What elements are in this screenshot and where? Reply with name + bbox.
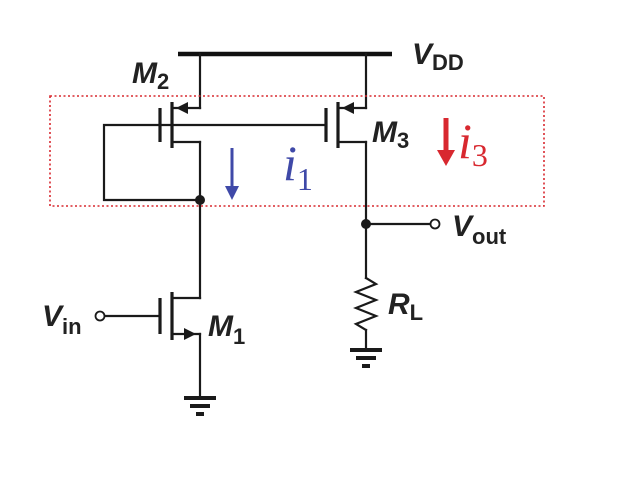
load-resistor-icon (353, 276, 379, 332)
transistor-m1 (94, 198, 202, 398)
label-vin: Vin (42, 300, 82, 339)
label-rl: RL (388, 288, 423, 325)
i1-current-arrow-icon (225, 148, 239, 200)
label-i3: i3 (458, 113, 488, 173)
vout-terminal (429, 218, 441, 230)
m3-source-arrow-icon (342, 102, 354, 114)
label-vdd: VDD (412, 38, 464, 75)
vin-terminal (94, 310, 106, 322)
diode-connection-wire (102, 123, 202, 202)
label-m3: M3 (372, 116, 409, 153)
ground-icon-rl (350, 348, 382, 368)
label-m1: M1 (208, 310, 245, 349)
mirror-highlight-box (49, 95, 545, 207)
label-m2: M2 (132, 57, 169, 94)
label-vout: Vout (452, 210, 507, 249)
ground-icon-m1 (184, 396, 216, 416)
i3-current-arrow-icon (437, 118, 455, 166)
m1-source-arrow-icon (184, 328, 196, 340)
label-i1: i1 (283, 135, 313, 197)
transistor-m3 (324, 52, 368, 226)
m2-source-arrow-icon (176, 102, 188, 114)
